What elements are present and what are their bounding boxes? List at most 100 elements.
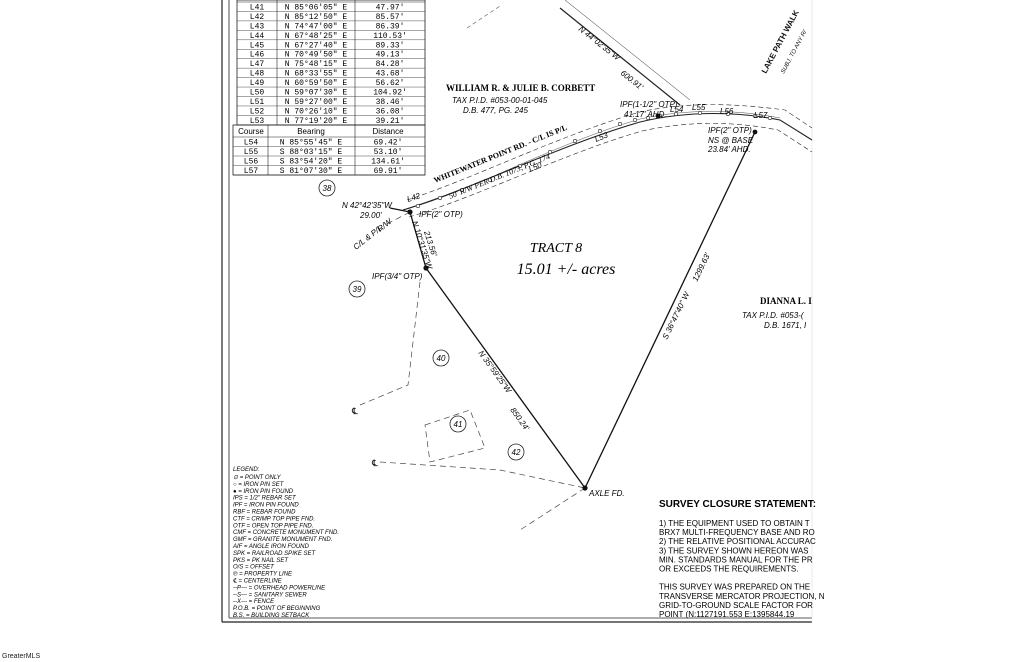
monuments xyxy=(407,113,758,491)
road-row: 50' R/W PER D.B. 1073, P.G. 174 xyxy=(447,152,551,201)
ipf-2-otp-2: IPF(2" OTP) xyxy=(708,126,752,135)
legend-item: AIF = ANGLE IRON FOUND xyxy=(232,544,310,550)
table-cell-course: L44 xyxy=(250,32,265,41)
table-cell-bearing: N 85°12'50" E xyxy=(285,13,348,22)
road-points xyxy=(415,111,772,209)
closure-line: 3) THE SURVEY SHOWN HEREON WAS xyxy=(659,546,809,555)
closure-line: GRID-TO-GROUND SCALE FACTOR FOR xyxy=(659,601,813,610)
lot-number: 42 xyxy=(512,448,521,457)
table-cell-distance: 89.33' xyxy=(376,41,405,50)
table-cell-course: L47 xyxy=(250,60,265,69)
dist-29: 29.00' xyxy=(359,211,382,220)
dist-600: 600.91' xyxy=(619,68,645,91)
closure-line: THIS SURVEY WAS PREPARED ON THE xyxy=(659,583,810,592)
table-cell-course: L43 xyxy=(250,22,265,31)
closure-line: BRX7 MULTI-FREQUENCY BASE AND RO xyxy=(659,528,815,537)
table-cell-distance: 85.57' xyxy=(376,13,405,22)
table-cell-bearing: S 81°07'30" E xyxy=(280,167,343,176)
axle-fd: AXLE FD. xyxy=(588,489,625,498)
ipf-2-otp-1: IPF(2" OTP) xyxy=(419,210,463,219)
legend-item: SPK = RAILROAD SPIKE SET xyxy=(233,551,317,557)
legend-item: --P--- = OVERHEAD POWERLINE xyxy=(233,585,326,591)
dist-1299: 1299.63' xyxy=(691,251,713,283)
table-cell-bearing: N 85°55'45" E xyxy=(280,139,343,148)
table-cell-course: L50 xyxy=(250,89,265,98)
table-cell-bearing: N 68°33'55" E xyxy=(285,70,348,79)
owner-east-pid: TAX P.I.D. #053-( xyxy=(742,311,805,320)
table-cell-distance: 104.92' xyxy=(373,89,407,98)
road-lines xyxy=(402,104,813,218)
table-cell-bearing: N 74°47'00" E xyxy=(285,22,348,31)
legend-item: OTF = OPEN TOP PIPE FND. xyxy=(233,523,313,529)
legend-item: P.O.B. = POINT OF BEGINNING xyxy=(233,606,321,612)
legend-item: IPF = IRON PIN FOUND xyxy=(233,503,299,509)
legend-title: LEGEND: xyxy=(233,467,260,473)
table-cell-course: L49 xyxy=(250,79,265,88)
cl-symbol: ℄ xyxy=(351,406,358,416)
legend-item: ⊙ = POINT ONLY xyxy=(233,475,282,481)
segment-label: L55 xyxy=(692,103,706,112)
table-cell-bearing: S 83°54'20" E xyxy=(280,158,343,167)
table-cell-bearing: N 67°27'40" E xyxy=(285,41,348,50)
owner-east-name: DIANNA L. I xyxy=(760,296,812,306)
table-cell-bearing: S 88°03'15" E xyxy=(280,148,343,157)
adjacent-lot-lines xyxy=(359,211,586,531)
bearing-n44: N 44°02'35"W xyxy=(577,24,623,63)
tract-title: TRACT 8 xyxy=(530,241,582,256)
ipf-34-otp: IPF(3/4" OTP) xyxy=(372,272,423,281)
legend-item: PKS = PK NAIL SET xyxy=(233,558,289,564)
ns-base: NS @ BASE xyxy=(708,136,754,145)
table-cell-distance: 110.53' xyxy=(373,32,407,41)
monument-labels: IPF(2" OTP) IPF(3/4" OTP) IPF(1-1/2" OTP… xyxy=(351,100,754,498)
legend-item: --X--- = FENCE xyxy=(233,599,275,605)
closure-title: SURVEY CLOSURE STATEMENT: xyxy=(659,499,816,510)
table-cell-course: L53 xyxy=(250,117,265,126)
legend-item: B.S. = BUILDING SETBACK xyxy=(233,613,310,619)
table-cell-distance: 56.62' xyxy=(376,79,405,88)
survey-closure: SURVEY CLOSURE STATEMENT: 1) THE EQUIPME… xyxy=(659,499,825,619)
ahd-23: 23.84' AHD. xyxy=(707,145,751,154)
lake-path-walk: LAKE PATH WALK SUBJ. TO ANY R/ xyxy=(559,0,809,106)
legend: LEGEND: ⊙ = POINT ONLY○ = IRON PIN SET● … xyxy=(232,467,339,619)
lake-path-label: LAKE PATH WALK xyxy=(760,8,801,75)
closure-line: 2) THE RELATIVE POSITIONAL ACCURAC xyxy=(659,537,816,546)
bearing-n42: N 42°42'35"W xyxy=(342,201,393,210)
legend-item: ● = IRON PIN FOUND xyxy=(233,489,294,495)
owner-north-name: WILLIAM R. & JULIE B. CORBETT xyxy=(446,83,595,93)
table-cell-bearing: N 77°19'20" E xyxy=(285,117,348,126)
table-cell-bearing: N 70°26'10" E xyxy=(285,107,348,116)
table-cell-distance: 134.61' xyxy=(371,158,405,167)
table-cell-course: L45 xyxy=(250,41,265,50)
table-cell-course: L46 xyxy=(250,51,265,60)
owner-north-pid: TAX P.I.D. #053-00-01-045 xyxy=(452,96,548,105)
ipf-1h-otp: IPF(1-1/2" OTP) xyxy=(620,100,678,109)
header-distance: Distance xyxy=(372,127,404,136)
owner-east-deed: D.B. 1671, I xyxy=(764,321,807,330)
lot-number: 39 xyxy=(353,285,362,294)
sheet-border xyxy=(221,0,813,623)
table-cell-bearing: N 70°49'50" E xyxy=(285,51,348,60)
table-cell-distance: 39.21' xyxy=(376,117,405,126)
header-course: Course xyxy=(238,127,264,136)
table-cell-bearing: N 67°48'25" E xyxy=(285,32,348,41)
segment-label: L54 xyxy=(670,105,684,114)
table-cell-distance: 69.42' xyxy=(374,139,403,148)
table-cell-distance: 53.10' xyxy=(374,148,403,157)
legend-item: CMF = CONCRETE MONUMENT FND. xyxy=(233,530,339,536)
header-bearing: Bearing xyxy=(297,127,325,136)
legend-item: --S--- = SANITARY SEWER xyxy=(233,592,307,598)
bearing-n35: N 35°59'25"W xyxy=(476,349,513,396)
table-cell-bearing: N 60°59'50" E xyxy=(285,79,348,88)
segment-label: L42 xyxy=(406,191,422,204)
cl-symbol: ℄ xyxy=(371,458,378,468)
legend-item: RBF = REBAR FOUND xyxy=(233,510,296,516)
tract-8-boundary xyxy=(389,131,756,489)
table-cell-distance: 43.68' xyxy=(376,70,405,79)
table-cell-distance: 49.13' xyxy=(376,51,405,60)
closure-line: POINT (N:1127191.553 E:1395844.19 xyxy=(659,610,795,619)
neighbor-line xyxy=(466,5,501,29)
table-cell-course: L52 xyxy=(250,107,265,116)
table-cell-distance: 47.97' xyxy=(376,3,405,12)
